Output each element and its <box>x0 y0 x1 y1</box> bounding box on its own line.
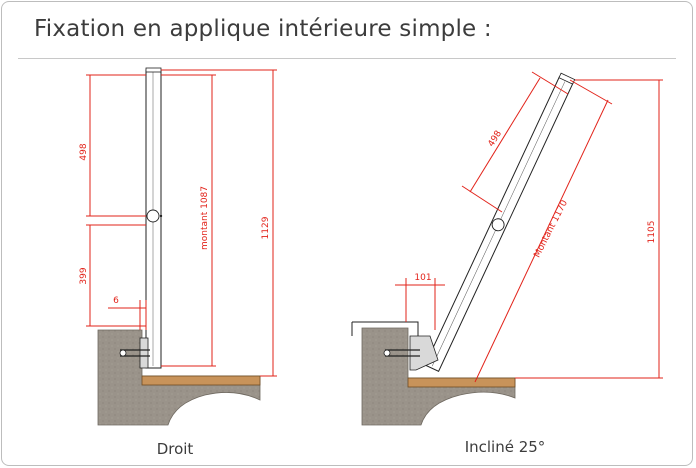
right-concrete-wall <box>361 327 516 426</box>
right-dim-total: 1105 <box>647 221 657 244</box>
left-dim-post: montant 1087 <box>200 186 210 250</box>
right-dim-498: 498 <box>487 129 505 149</box>
left-view: 498 399 6 montant 1087 1129 <box>79 67 277 426</box>
caption-incline: Incliné 25° <box>464 438 546 456</box>
right-bracket <box>409 335 439 371</box>
right-timber-deck <box>407 377 516 388</box>
right-handrail-section <box>491 218 505 232</box>
left-dim-399: 399 <box>79 267 89 284</box>
diagram-title: Fixation en applique intérieure simple : <box>34 16 492 42</box>
right-dim-post: Montant 1170 <box>532 199 570 260</box>
left-bracket <box>139 337 149 369</box>
right-dim-101: 101 <box>414 273 431 283</box>
left-timber-deck <box>141 375 261 386</box>
right-view: 101 498 Montant 1170 1105 <box>351 71 663 426</box>
left-dim-6: 6 <box>113 296 119 306</box>
left-handrail-section <box>146 209 160 223</box>
title-divider <box>18 58 676 59</box>
caption-droit: Droit <box>156 440 194 458</box>
left-dim-498: 498 <box>79 143 89 160</box>
left-dim-total: 1129 <box>261 216 271 239</box>
